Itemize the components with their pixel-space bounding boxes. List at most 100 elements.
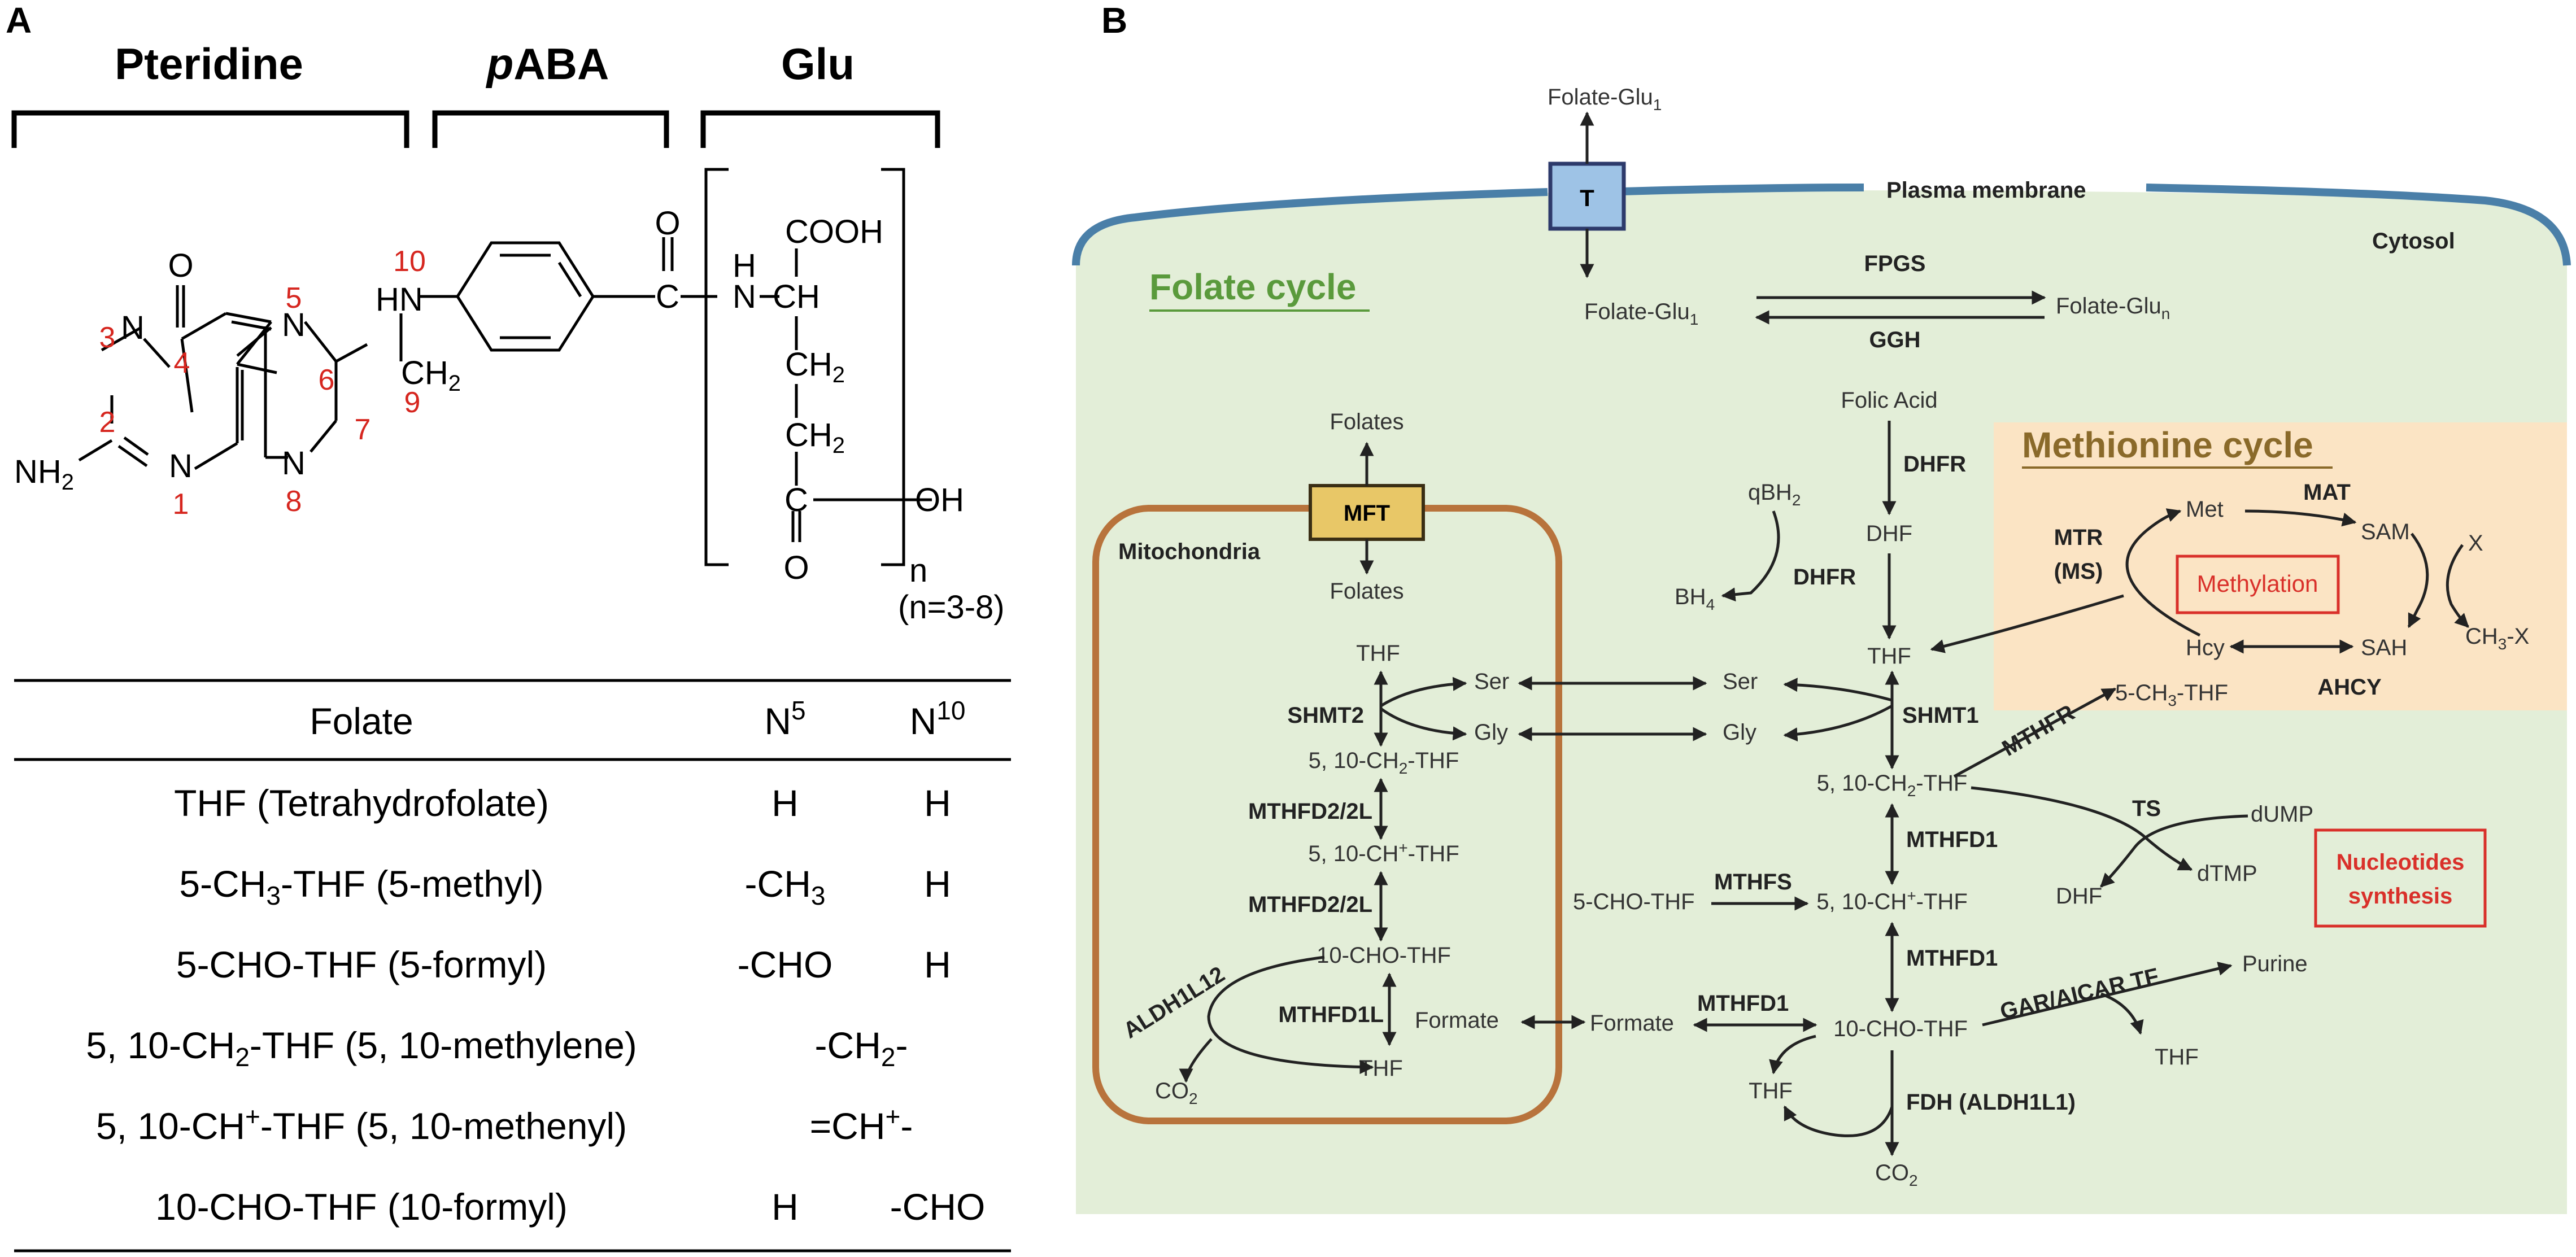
- enzyme-shmt2: SHMT2: [1287, 703, 1364, 728]
- table-row-n5: -CH3: [745, 863, 826, 910]
- table-row-folate: THF (Tetrahydrofolate): [174, 782, 549, 824]
- enzyme-ms: (MS): [2054, 559, 2103, 584]
- pos-3: 3: [99, 321, 116, 354]
- mito-gly: Gly: [1474, 720, 1508, 745]
- cyto-ch-thf: 5, 10-CH+-THF: [1816, 887, 1968, 914]
- enzyme-mthfd1-b: MTHFD1: [1906, 946, 1998, 971]
- pos-7: 7: [355, 413, 371, 446]
- atom-nh2: NH2: [14, 453, 74, 495]
- header-glu: Glu: [781, 39, 855, 89]
- atom-n3: N: [121, 309, 145, 346]
- atom-hn: HN: [376, 281, 423, 318]
- repeat-range: (n=3-8): [898, 589, 1005, 626]
- atom-ch-alpha: CH: [773, 278, 820, 315]
- pos-4: 4: [174, 347, 190, 379]
- atom-o-carbonyl: O: [655, 205, 680, 242]
- atom-c-gamma: C: [784, 482, 808, 518]
- folates-inside: Folates: [1330, 579, 1403, 604]
- pteridine-bonds: [78, 285, 368, 470]
- table-row-folate: 5, 10-CH2-THF (5, 10-methylene): [86, 1024, 637, 1072]
- table-row-n10: H: [924, 863, 951, 905]
- atom-n8: N: [282, 445, 306, 482]
- enzyme-fpgs: FPGS: [1864, 251, 1926, 276]
- atom-n1: N: [169, 448, 193, 485]
- arrow-dump-dhf: [2100, 814, 2248, 888]
- arrow-ts: [1971, 786, 2193, 871]
- table-row-n5: H: [772, 782, 799, 824]
- methionine-cycle-title: Methionine cycle: [2022, 425, 2313, 465]
- arrow-cyto-ser: [1783, 678, 1893, 702]
- atom-c-carbonyl: C: [656, 278, 679, 315]
- arrow-mtr: [2125, 508, 2201, 637]
- met-met: Met: [2186, 497, 2224, 522]
- cyto-thf: THF: [1867, 644, 1911, 669]
- pos-2: 2: [99, 406, 116, 439]
- arrow-fdh-thf: [1783, 1105, 1894, 1137]
- cyto-co2: CO2: [1875, 1160, 1918, 1189]
- cyto-formate: Formate: [1590, 1011, 1674, 1036]
- pos-9: 9: [404, 386, 421, 419]
- atom-ch2-a: CH2: [785, 346, 845, 387]
- enzyme-mthfd1-c: MTHFD1: [1697, 991, 1789, 1016]
- atom-o-4: O: [168, 247, 193, 284]
- enzyme-mtr: MTR: [2054, 525, 2103, 550]
- cyto-folic-acid: Folic Acid: [1841, 388, 1937, 413]
- table-row-folate: 5-CH3-THF (5-methyl): [179, 863, 543, 910]
- folate-glu1: Folate-Glu1: [1584, 299, 1698, 328]
- enzyme-mthfd2-b: MTHFD2/2L: [1248, 892, 1372, 917]
- cyto-thf-b: THF: [2155, 1045, 2199, 1070]
- table-header-n5: N5: [764, 696, 805, 742]
- enzyme-mat: MAT: [2303, 480, 2351, 505]
- header-paba-italic: p: [486, 39, 514, 89]
- plasma-membrane-label: Plasma membrane: [1886, 178, 2086, 203]
- arrow-mito-gly: [1380, 707, 1467, 741]
- cytosol-label: Cytosol: [2372, 229, 2455, 254]
- table-row-n5: -CHO: [738, 944, 833, 985]
- atom-oh: OH: [915, 482, 964, 518]
- glutamate-bonds: [704, 168, 932, 566]
- paba-ring: [399, 237, 717, 361]
- table-row-n10: H: [924, 782, 951, 824]
- table-row-n10: -CHO: [890, 1186, 986, 1228]
- mito-thf: THF: [1356, 641, 1400, 666]
- header-paba: pABA: [486, 39, 609, 89]
- cyto-bh4: BH4: [1675, 584, 1715, 613]
- arrow-mito-co2: [1179, 1038, 1213, 1083]
- enzyme-shmt1: SHMT1: [1902, 703, 1979, 728]
- mito-formate: Formate: [1415, 1008, 1499, 1033]
- panel-b: B T Folate-Glu1 Plasma membrane Cytosol …: [1072, 0, 2571, 1215]
- pos-5: 5: [286, 282, 302, 315]
- pos-6: 6: [319, 364, 335, 396]
- cyto-purine: Purine: [2242, 952, 2308, 976]
- met-x: X: [2468, 531, 2483, 556]
- pos-1: 1: [173, 488, 189, 521]
- pos-10: 10: [393, 245, 426, 278]
- repeat-n: n: [909, 552, 927, 589]
- table-header-n10: N10: [910, 696, 966, 742]
- table-header-folate: Folate: [310, 700, 413, 742]
- enzyme-dhfr-a: DHFR: [1903, 452, 1966, 477]
- arrow-cyto-gly: [1783, 704, 1893, 742]
- cyto-ser: Ser: [1723, 669, 1758, 694]
- mito-cho-thf: 10-CHO-THF: [1317, 943, 1451, 968]
- cyto-thf-a: THF: [1749, 1079, 1793, 1103]
- atom-cooh: COOH: [785, 213, 883, 250]
- folates-outside: Folates: [1330, 409, 1403, 434]
- cyto-ch3-thf: 5-CH3-THF: [2115, 680, 2228, 709]
- methylation-label: Methylation: [2197, 570, 2318, 597]
- enzyme-mthfd2-a: MTHFD2/2L: [1248, 799, 1372, 824]
- methylation-box: [2176, 555, 2340, 614]
- nucleotides-line1: Nucleotides: [2337, 850, 2465, 875]
- table-row-folate: 5-CHO-THF (5-formyl): [176, 944, 547, 985]
- table-row-n5-n10: =CH+-: [810, 1102, 913, 1147]
- cyto-qbh2: qBH2: [1748, 480, 1801, 509]
- enzyme-ts: TS: [2132, 796, 2161, 821]
- enzyme-dhfr-b: DHFR: [1793, 565, 1856, 590]
- enzyme-mthfd1-a: MTHFD1: [1906, 827, 1998, 852]
- cyto-dump: dUMP: [2251, 802, 2313, 827]
- nucleotides-line2: synthesis: [2348, 884, 2453, 909]
- methionine-background: [1994, 422, 2567, 710]
